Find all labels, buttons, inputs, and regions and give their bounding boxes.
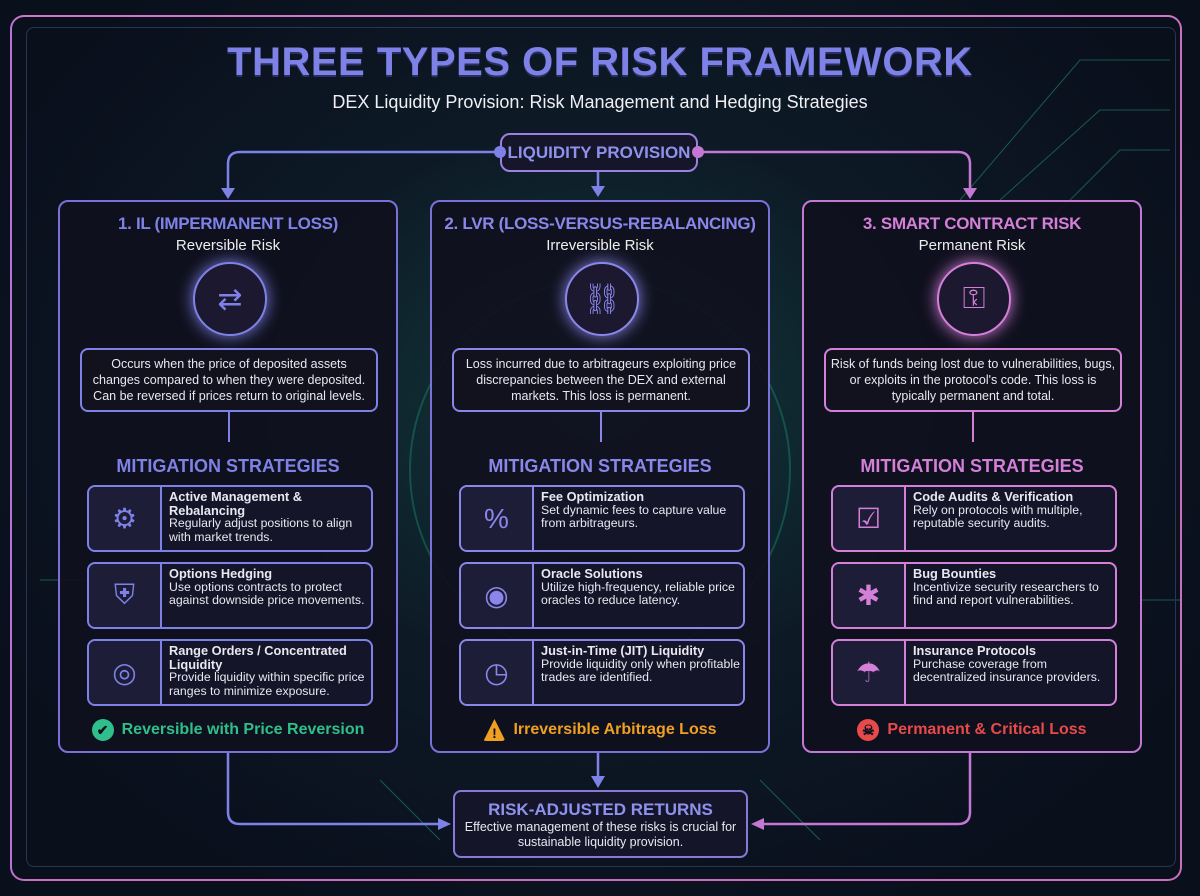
fee-percent-icon: %: [461, 487, 534, 550]
strategy-text: Set dynamic fees to capture value from a…: [541, 502, 727, 530]
column-subtitle: Irreversible Risk: [546, 237, 654, 254]
clock-bolt-icon: ◷: [461, 641, 534, 704]
inner-frame: [26, 27, 1176, 867]
shield-chart-icon: ⛨: [89, 564, 162, 627]
column-title: 1. IL (IMPERMANENT LOSS): [117, 214, 339, 233]
warning-icon: !: [483, 719, 506, 741]
risk-description: Risk of funds being lost due to vulnerab…: [824, 348, 1122, 412]
broken-chain-chart-icon: ⛓: [565, 262, 639, 336]
lock-bug-icon: ⚿: [937, 262, 1011, 336]
column-subtitle: Permanent Risk: [918, 237, 1026, 254]
strategy-text: Rely on protocols with multiple, reputab…: [913, 502, 1083, 530]
audit-checklist-icon: ☑: [833, 487, 906, 550]
risk-outcome-label: Reversible with Price Reversion: [121, 721, 365, 738]
mitigation-title: MITIGATION STRATEGIES: [116, 456, 340, 476]
gears-balance-icon: ⚙: [89, 487, 162, 550]
arrow-down: [600, 412, 602, 442]
umbrella-shield-icon: ☂: [833, 641, 906, 704]
strategy-text: Utilize high-frequency, reliable price o…: [541, 579, 735, 607]
liquidity-provision-node: LIQUIDITY PROVISION: [500, 133, 698, 172]
column-smart-contract-risk: 3. SMART CONTRACT RISK Permanent Risk ⚿ …: [802, 200, 1142, 753]
page-subtitle: DEX Liquidity Provision: Risk Management…: [332, 92, 868, 112]
connector-dot-right: [692, 146, 704, 158]
strategy-title: Active Management & Rebalancing: [169, 489, 302, 518]
strategy-title: Range Orders / Concentrated Liquidity: [169, 643, 347, 672]
strategy-text: Incentivize security researchers to find…: [913, 579, 1099, 607]
swap-ethereum-icon: ⇄: [193, 262, 267, 336]
strategy-title: Fee Optimization: [541, 489, 645, 504]
arrow-down: [972, 412, 974, 442]
risk-outcome-label: Irreversible Arbitrage Loss: [513, 721, 717, 738]
outcome-title: RISK-ADJUSTED RETURNS: [488, 800, 713, 819]
risk-adjusted-returns-node: RISK-ADJUSTED RETURNS Effective manageme…: [453, 790, 748, 858]
skull-icon: ☠: [857, 719, 880, 741]
strategy-text: Purchase coverage from decentralized ins…: [913, 656, 1101, 684]
mitigation-title: MITIGATION STRATEGIES: [488, 456, 712, 476]
target-icon: ◎: [89, 641, 162, 704]
mitigation-title: MITIGATION STRATEGIES: [860, 456, 1084, 476]
risk-outcome-label: Permanent & Critical Loss: [887, 721, 1087, 738]
column-lvr: 2. LVR (LOSS-VERSUS-REBALANCING) Irrever…: [430, 200, 770, 753]
strategy-title: Bug Bounties: [913, 566, 997, 581]
oracle-eye-icon: ◉: [461, 564, 534, 627]
strategy-text: Provide liquidity only when profitable t…: [541, 656, 740, 684]
risk-description: Occurs when the price of deposited asset…: [80, 348, 378, 412]
page-title: THREE TYPES OF RISK FRAMEWORK: [227, 40, 973, 84]
risk-description: Loss incurred due to arbitrageurs exploi…: [452, 348, 750, 412]
column-subtitle: Reversible Risk: [175, 237, 281, 254]
strategy-text: Provide liquidity within specific price …: [169, 670, 365, 698]
check-circle-icon: ✔: [91, 719, 114, 741]
arrow-down: [228, 412, 230, 442]
strategy-title: Oracle Solutions: [541, 566, 643, 581]
bounty-chest-icon: ✱: [833, 564, 906, 627]
outer-frame: [10, 15, 1182, 881]
column-title: 3. SMART CONTRACT RISK: [862, 214, 1082, 233]
connector-dot-left: [494, 146, 506, 158]
column-title: 2. LVR (LOSS-VERSUS-REBALANCING): [444, 214, 756, 233]
strategy-title: Options Hedging: [169, 566, 273, 581]
strategy-title: Insurance Protocols: [913, 643, 1037, 658]
column-impermanent-loss: 1. IL (IMPERMANENT LOSS) Reversible Risk…: [58, 200, 398, 753]
strategy-text: Use options contracts to protect against…: [169, 579, 365, 607]
strategy-title: Just-in-Time (JIT) Liquidity: [541, 643, 705, 658]
strategy-text: Regularly adjust positions to align with…: [169, 516, 353, 544]
outcome-text: Effective management of these risks is c…: [464, 820, 737, 849]
strategy-title: Code Audits & Verification: [913, 489, 1074, 504]
